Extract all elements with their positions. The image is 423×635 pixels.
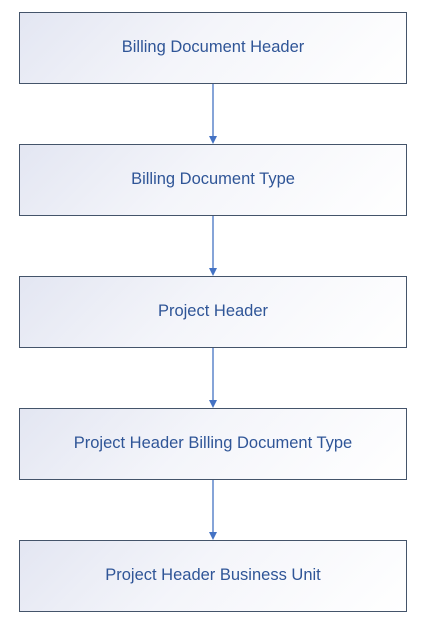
node-billing-document-header: Billing Document Header xyxy=(19,12,407,84)
node-billing-document-type: Billing Document Type xyxy=(19,144,407,216)
connector-2-to-3 xyxy=(209,216,217,276)
node-label: Project Header Billing Document Type xyxy=(73,434,353,453)
connector-4-to-5 xyxy=(209,480,217,540)
node-project-header-billing-document-type: Project Header Billing Document Type xyxy=(19,408,407,480)
arrowhead-icon xyxy=(209,532,217,540)
node-label: Billing Document Header xyxy=(121,38,305,57)
connector-3-to-4 xyxy=(209,348,217,408)
arrowhead-icon xyxy=(209,400,217,408)
node-project-header: Project Header xyxy=(19,276,407,348)
node-label: Project Header Business Unit xyxy=(105,566,321,585)
node-label: Billing Document Type xyxy=(131,170,295,189)
node-project-header-business-unit: Project Header Business Unit xyxy=(19,540,407,612)
arrowhead-icon xyxy=(209,268,217,276)
node-label: Project Header xyxy=(157,302,269,321)
connector-1-to-2 xyxy=(209,84,217,144)
arrowhead-icon xyxy=(209,136,217,144)
